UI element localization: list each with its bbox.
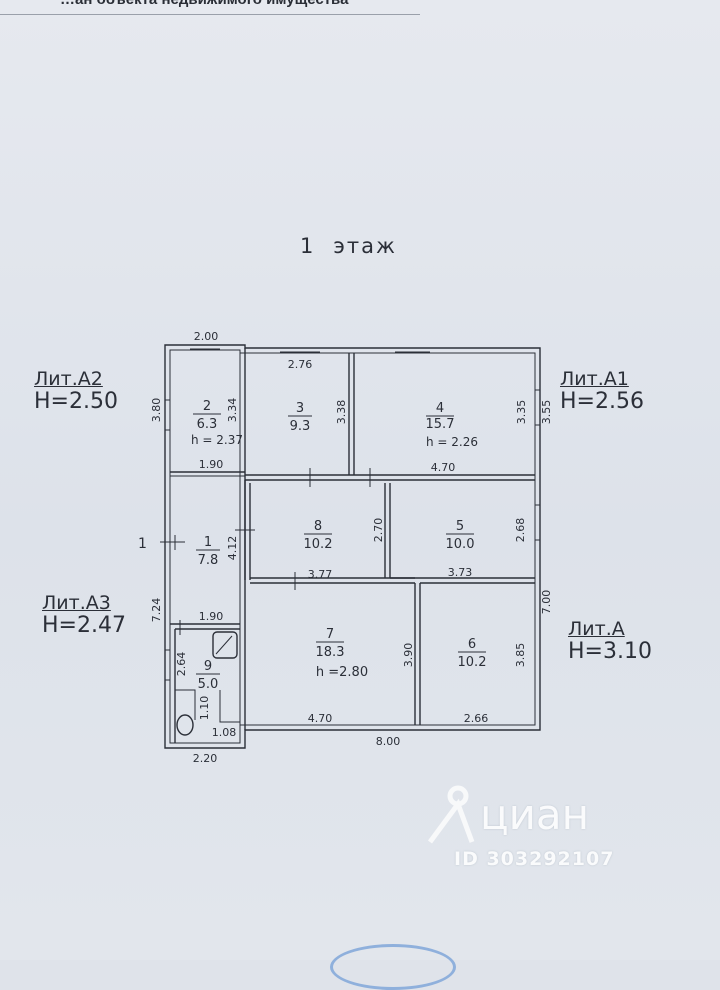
room-7-label: 7 18.3 h =2.80 (316, 627, 369, 680)
dim-label: 3.90 (402, 643, 415, 668)
room-5-label: 5 10.0 (446, 519, 475, 552)
room-number: 3 (296, 401, 304, 416)
room-number: 1 (204, 535, 212, 550)
entrance-marker: 1 (138, 536, 147, 552)
wall-room8-5 (384, 483, 391, 578)
wall-room8-7 (250, 577, 415, 584)
liter-a: Лит.А H=3.10 (568, 620, 652, 663)
dim-label: 7.00 (540, 590, 553, 615)
liter-a1: Лит.А1 H=2.56 (560, 370, 644, 413)
dim-label: 4.70 (431, 461, 456, 474)
wall-room7-6 (414, 583, 421, 725)
liter-a3: Лит.А3 H=2.47 (42, 594, 126, 637)
room-height: h =2.80 (316, 665, 368, 680)
room-4-label: 4 15.7 h = 2.26 (426, 401, 478, 449)
dim-label: 3.34 (226, 398, 239, 423)
liter-height: H=2.50 (34, 389, 118, 414)
stamp-mark (330, 944, 456, 990)
room-number: 7 (326, 627, 334, 642)
dim-label: 4.70 (308, 712, 333, 725)
inner-wall-line (169, 349, 536, 744)
dim-label: 3.80 (150, 398, 163, 423)
dim-label: 3.55 (540, 400, 553, 425)
room-area: 6.3 (197, 417, 218, 432)
liter-a2: Лит.А2 H=2.50 (34, 370, 118, 413)
room-9-label: 9 5.0 (196, 659, 220, 692)
room-number: 9 (204, 659, 212, 674)
cian-watermark: циан ID 303292107 (420, 782, 660, 892)
liter-height: H=3.10 (568, 639, 652, 664)
wall-a1-bottom (245, 474, 535, 481)
dim-label: 3.73 (448, 566, 473, 579)
room-area: 10.2 (304, 537, 333, 552)
document-header: …ан объекта недвижимого имущества (60, 0, 348, 8)
liter-name: Лит.А3 (42, 592, 111, 614)
room-number: 5 (456, 519, 464, 534)
floor-label: этаж (333, 234, 397, 258)
dim-label: 3.85 (514, 643, 527, 668)
liter-height: H=2.56 (560, 389, 644, 414)
watermark-brand: циан (480, 790, 590, 839)
dim-label: 2.68 (514, 518, 527, 543)
room-area: 10.0 (446, 537, 475, 552)
room-area: 5.0 (198, 677, 219, 692)
outer-wall (164, 344, 541, 749)
wall-room1-9 (170, 623, 240, 630)
room-8-label: 8 10.2 (304, 519, 333, 552)
liter-height: H=2.47 (42, 613, 126, 638)
dim-label: 2.76 (288, 358, 313, 371)
dim-label: 8.00 (376, 735, 401, 748)
floor-title: 1 этаж (300, 234, 397, 258)
room-3-label: 3 9.3 (288, 401, 312, 434)
room-area: 15.7 (426, 417, 455, 432)
room-area: 10.2 (458, 655, 487, 670)
dim-label: 2.00 (194, 330, 219, 343)
liter-name: Лит.А2 (34, 368, 103, 390)
header-divider (0, 14, 420, 15)
liter-name: Лит.А1 (560, 368, 629, 390)
room-6-label: 6 10.2 (458, 637, 487, 670)
dim-label: 2.66 (464, 712, 489, 725)
floor-number: 1 (300, 234, 316, 258)
dim-label: 2.64 (175, 652, 188, 677)
wall-room3-4 (348, 353, 355, 475)
room-area: 7.8 (198, 553, 219, 568)
liter-name: Лит.А (568, 618, 625, 640)
dim-label: 3.35 (515, 400, 528, 425)
location-pin-icon (427, 785, 475, 844)
dim-label: 1.90 (199, 610, 224, 623)
dim-label: 1.90 (199, 458, 224, 471)
dim-label: 2.70 (372, 518, 385, 543)
room-number: 4 (436, 401, 444, 416)
watermark-id: ID 303292107 (454, 848, 615, 870)
room-area: 18.3 (316, 645, 345, 660)
floor-plan-drawing: 2 6.3 h = 2.37 3 9.3 4 15.7 h = 2.26 1 7… (138, 330, 553, 765)
sink-fixture (212, 631, 238, 659)
room-number: 2 (203, 399, 211, 414)
room-height: h = 2.26 (426, 435, 478, 449)
dim-label: 2.20 (193, 752, 218, 765)
dim-label: 1.10 (198, 696, 211, 721)
dim-label: 7.24 (150, 598, 163, 623)
dim-label: 1.08 (212, 726, 237, 739)
room-number: 6 (468, 637, 476, 652)
room-number: 8 (314, 519, 322, 534)
dim-label: 3.77 (308, 568, 333, 581)
dim-label: 4.12 (226, 536, 239, 561)
room-area: 9.3 (290, 419, 311, 434)
room-1-label: 1 7.8 (196, 535, 220, 568)
toilet-fixture (176, 714, 194, 736)
dim-label: 3.38 (335, 400, 348, 425)
room-height: h = 2.37 (191, 433, 243, 447)
room-2-label: 2 6.3 h = 2.37 (191, 399, 243, 447)
